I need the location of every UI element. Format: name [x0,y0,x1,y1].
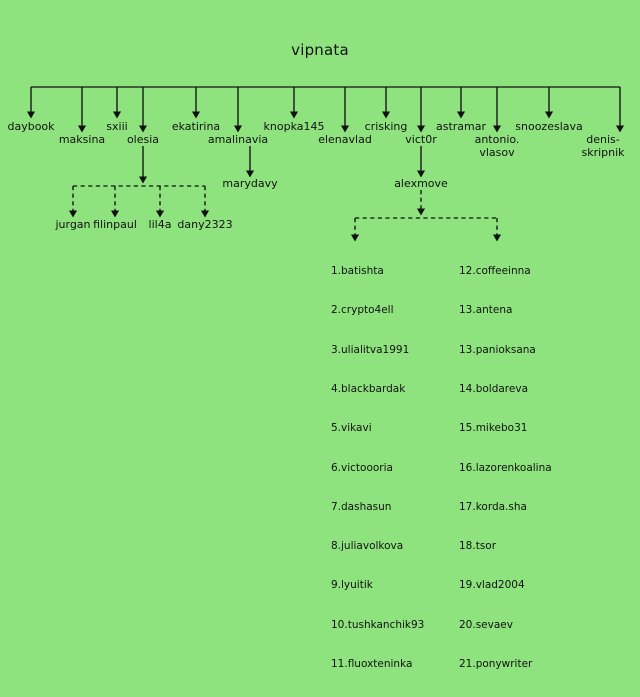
list-item[interactable]: 19.vlad2004 [459,579,525,592]
list-item[interactable]: 9.lyuitik [331,579,373,592]
list-item[interactable]: 1.batishta [331,265,384,278]
diagram-canvas: vipnata daybook maksina sxiii olesia eka… [7,41,625,670]
node-sxiii[interactable]: sxiii [106,120,128,133]
list-item[interactable]: 20.sevaev [459,618,513,631]
list-item[interactable]: 13.antena [459,304,513,317]
list-item[interactable]: 11.fluoxteninka [331,658,413,670]
node-jurgan[interactable]: jurgan [55,218,91,231]
diagram-edges [26,86,625,242]
list-item[interactable]: 16.lazorenkoalina [459,461,552,474]
list-item[interactable]: 10.tushkanchik93 [331,618,425,631]
node-elenavlad[interactable]: elenavlad [318,133,372,146]
node-denis-skripnik[interactable]: denis- skripnik [581,133,625,159]
node-ekatirina[interactable]: ekatirina [171,120,221,133]
list-item[interactable]: 14.boldareva [459,383,528,396]
alexmove-children-right-column: 12.coffeeinna 13.antena 13.panioksana 14… [459,239,552,697]
alexmove-children-left-column: 1.batishta 2.crypto4ell 3.ulialitva1991 … [331,239,424,697]
node-maksina[interactable]: maksina [58,133,106,146]
page-title: vipnata [291,41,349,59]
node-knopka145[interactable]: knopka145 [263,120,325,133]
node-olesia[interactable]: olesia [126,133,160,146]
list-item[interactable]: 2.crypto4ell [331,304,394,317]
list-item[interactable]: 17.korda.sha [459,500,527,513]
node-filinpaul[interactable]: filinpaul [93,218,137,231]
node-lil4a[interactable]: lil4a [148,218,172,231]
alexmove-children-bracket [350,190,502,242]
node-vict0r[interactable]: vict0r [405,133,437,146]
node-astramar[interactable]: astramar [435,120,487,133]
list-item[interactable]: 18.tsor [459,540,497,553]
list-item[interactable]: 12.coffeeinna [459,265,531,278]
list-item[interactable]: 3.ulialitva1991 [331,343,410,356]
node-amalinavia[interactable]: amalinavia [207,133,269,146]
list-item[interactable]: 6.victoooria [331,461,393,474]
olesia-children-bracket [68,185,210,218]
node-dany2323[interactable]: dany2323 [177,218,233,231]
level2-edges [138,146,426,184]
list-item[interactable]: 5.vikavi [331,422,372,435]
node-antonio-vlasov[interactable]: antonio. vlasov [474,133,520,159]
node-marydavy[interactable]: marydavy [222,177,278,190]
node-daybook[interactable]: daybook [7,120,55,133]
list-item[interactable]: 8.juliavolkova [331,540,404,553]
node-crisking[interactable]: crisking [364,120,408,133]
list-item[interactable]: 15.mikebo31 [459,422,528,435]
list-item[interactable]: 7.dashasun [331,500,392,513]
root-bus [26,86,625,133]
node-alexmove[interactable]: alexmove [394,177,448,190]
node-snoozeslava[interactable]: snoozeslava [515,120,583,133]
list-item[interactable]: 21.ponywriter [459,658,533,670]
list-item[interactable]: 13.panioksana [459,343,536,356]
list-item[interactable]: 4.blackbardak [331,383,406,396]
